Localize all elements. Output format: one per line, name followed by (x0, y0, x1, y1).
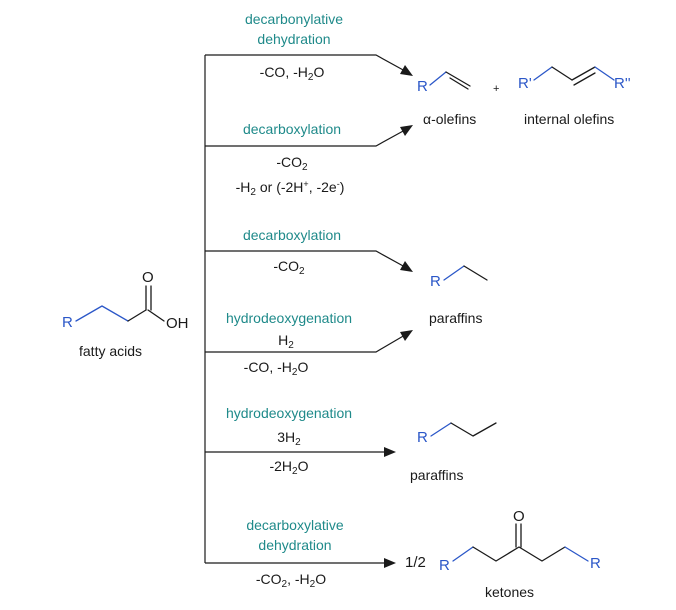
ketone-structure: 1/2 R O R ketones (405, 508, 601, 600)
reaction-3-condition-1: -CO2 (273, 258, 305, 277)
paraffin-1-bond-1 (443, 265, 465, 281)
internal-olefin-bond-3 (594, 66, 615, 81)
reaction-4-arrow (205, 334, 406, 353)
reaction-2-name-line-1: decarboxylation (243, 121, 341, 137)
alpha-olefin-double-bond-a (445, 71, 471, 87)
hydroxyl-bond (147, 309, 165, 322)
internal-olefin-double-bond-b (573, 72, 596, 86)
ketone-bond-2 (564, 546, 589, 562)
internal-olefin-structure: R' R'' internal olefins (518, 66, 631, 127)
ketone-r1-atom: R (439, 557, 450, 574)
reaction-2-condition-1: -CO2 (276, 154, 308, 173)
reaction-5: hydrodeoxygenation 3H2 -2H2O (205, 405, 396, 477)
internal-olefin-double-bond-a (571, 66, 596, 81)
fatty-acid-structure: R O OH fatty acids (62, 269, 189, 359)
reaction-4-condition-2: -CO, -H2O (244, 359, 309, 378)
reaction-1-arrowhead (400, 65, 413, 76)
fatty-acid-r-atom: R (62, 314, 73, 331)
internal-olefins-label: internal olefins (524, 111, 614, 127)
ketone-bond-1 (452, 546, 474, 562)
reaction-1-name-line-2: dehydration (257, 31, 330, 47)
ketone-oxygen-atom: O (513, 508, 525, 525)
reaction-4-condition-1: H2 (278, 332, 294, 351)
reaction-1: decarbonylative dehydration -CO, -H2O (205, 11, 413, 83)
ketones-label: ketones (485, 584, 534, 600)
paraffin-2-bond-2 (450, 422, 497, 437)
reaction-5-condition-2: -2H2O (269, 458, 308, 477)
ketone-coefficient: 1/2 (405, 554, 426, 571)
reaction-3-arrowhead (400, 261, 413, 272)
reaction-6-arrowhead (384, 558, 396, 568)
reaction-1-condition-1: -CO, -H2O (260, 64, 325, 83)
reaction-6-name-line-2: dehydration (258, 537, 331, 553)
paraffin-1-structure: R paraffins (429, 265, 488, 326)
reaction-1-name-line-1: decarbonylative (245, 11, 343, 27)
alpha-olefin-r-atom: R (417, 78, 428, 95)
carbonyl-oxygen-atom: O (142, 269, 154, 286)
reaction-2-condition-2: -H2 or (-2H+, -2e-) (236, 179, 345, 198)
reaction-4-name-line-1: hydrodeoxygenation (226, 310, 352, 326)
paraffin-1-r-atom: R (430, 273, 441, 290)
reaction-4: hydrodeoxygenation H2 -CO, -H2O (205, 310, 413, 378)
fatty-acid-bond-to-carbonyl (127, 309, 147, 322)
reaction-5-arrowhead (384, 447, 396, 457)
alpha-olefin-structure: R α-olefins (417, 71, 476, 127)
reaction-6: decarboxylative dehydration -CO2, -H2O (205, 517, 396, 590)
ketone-r2-atom: R (590, 555, 601, 572)
alpha-olefin-double-bond-b (449, 77, 469, 90)
reaction-3: decarboxylation -CO2 (205, 227, 413, 277)
internal-olefin-bond-1 (533, 66, 553, 81)
reaction-2: decarboxylation -CO2 -H2 or (-2H+, -2e-) (205, 121, 413, 198)
reaction-2-arrowhead (400, 125, 413, 136)
reaction-4-arrowhead (400, 330, 413, 341)
reaction-1-arrow (205, 54, 406, 72)
paraffins-1-label: paraffins (429, 310, 482, 326)
reaction-2-arrow (205, 129, 406, 147)
internal-olefin-r2-atom: R'' (614, 75, 631, 92)
ketone-backbone-bonds (472, 546, 566, 562)
alpha-olefins-label: α-olefins (423, 111, 476, 127)
fatty-acid-chain-bonds (75, 305, 129, 322)
internal-olefin-r1-atom: R' (518, 75, 532, 92)
reaction-3-name-line-1: decarboxylation (243, 227, 341, 243)
plus-sign: + (493, 83, 499, 95)
paraffin-2-r-atom: R (417, 429, 428, 446)
paraffin-2-structure: R paraffins (410, 422, 497, 483)
paraffin-1-bond-2 (463, 265, 488, 281)
fatty-acids-label: fatty acids (79, 343, 142, 359)
alpha-olefin-bond-1 (429, 71, 447, 86)
reaction-3-arrow (205, 250, 406, 268)
paraffin-2-bond-1 (430, 422, 452, 437)
hydroxyl-atom: OH (166, 315, 189, 332)
reaction-6-condition-1: -CO2, -H2O (256, 571, 326, 590)
internal-olefin-bond-2 (551, 66, 573, 81)
reaction-6-name-line-1: decarboxylative (246, 517, 343, 533)
reaction-5-condition-1: 3H2 (277, 429, 301, 448)
reaction-5-name-line-1: hydrodeoxygenation (226, 405, 352, 421)
paraffins-2-label: paraffins (410, 467, 463, 483)
